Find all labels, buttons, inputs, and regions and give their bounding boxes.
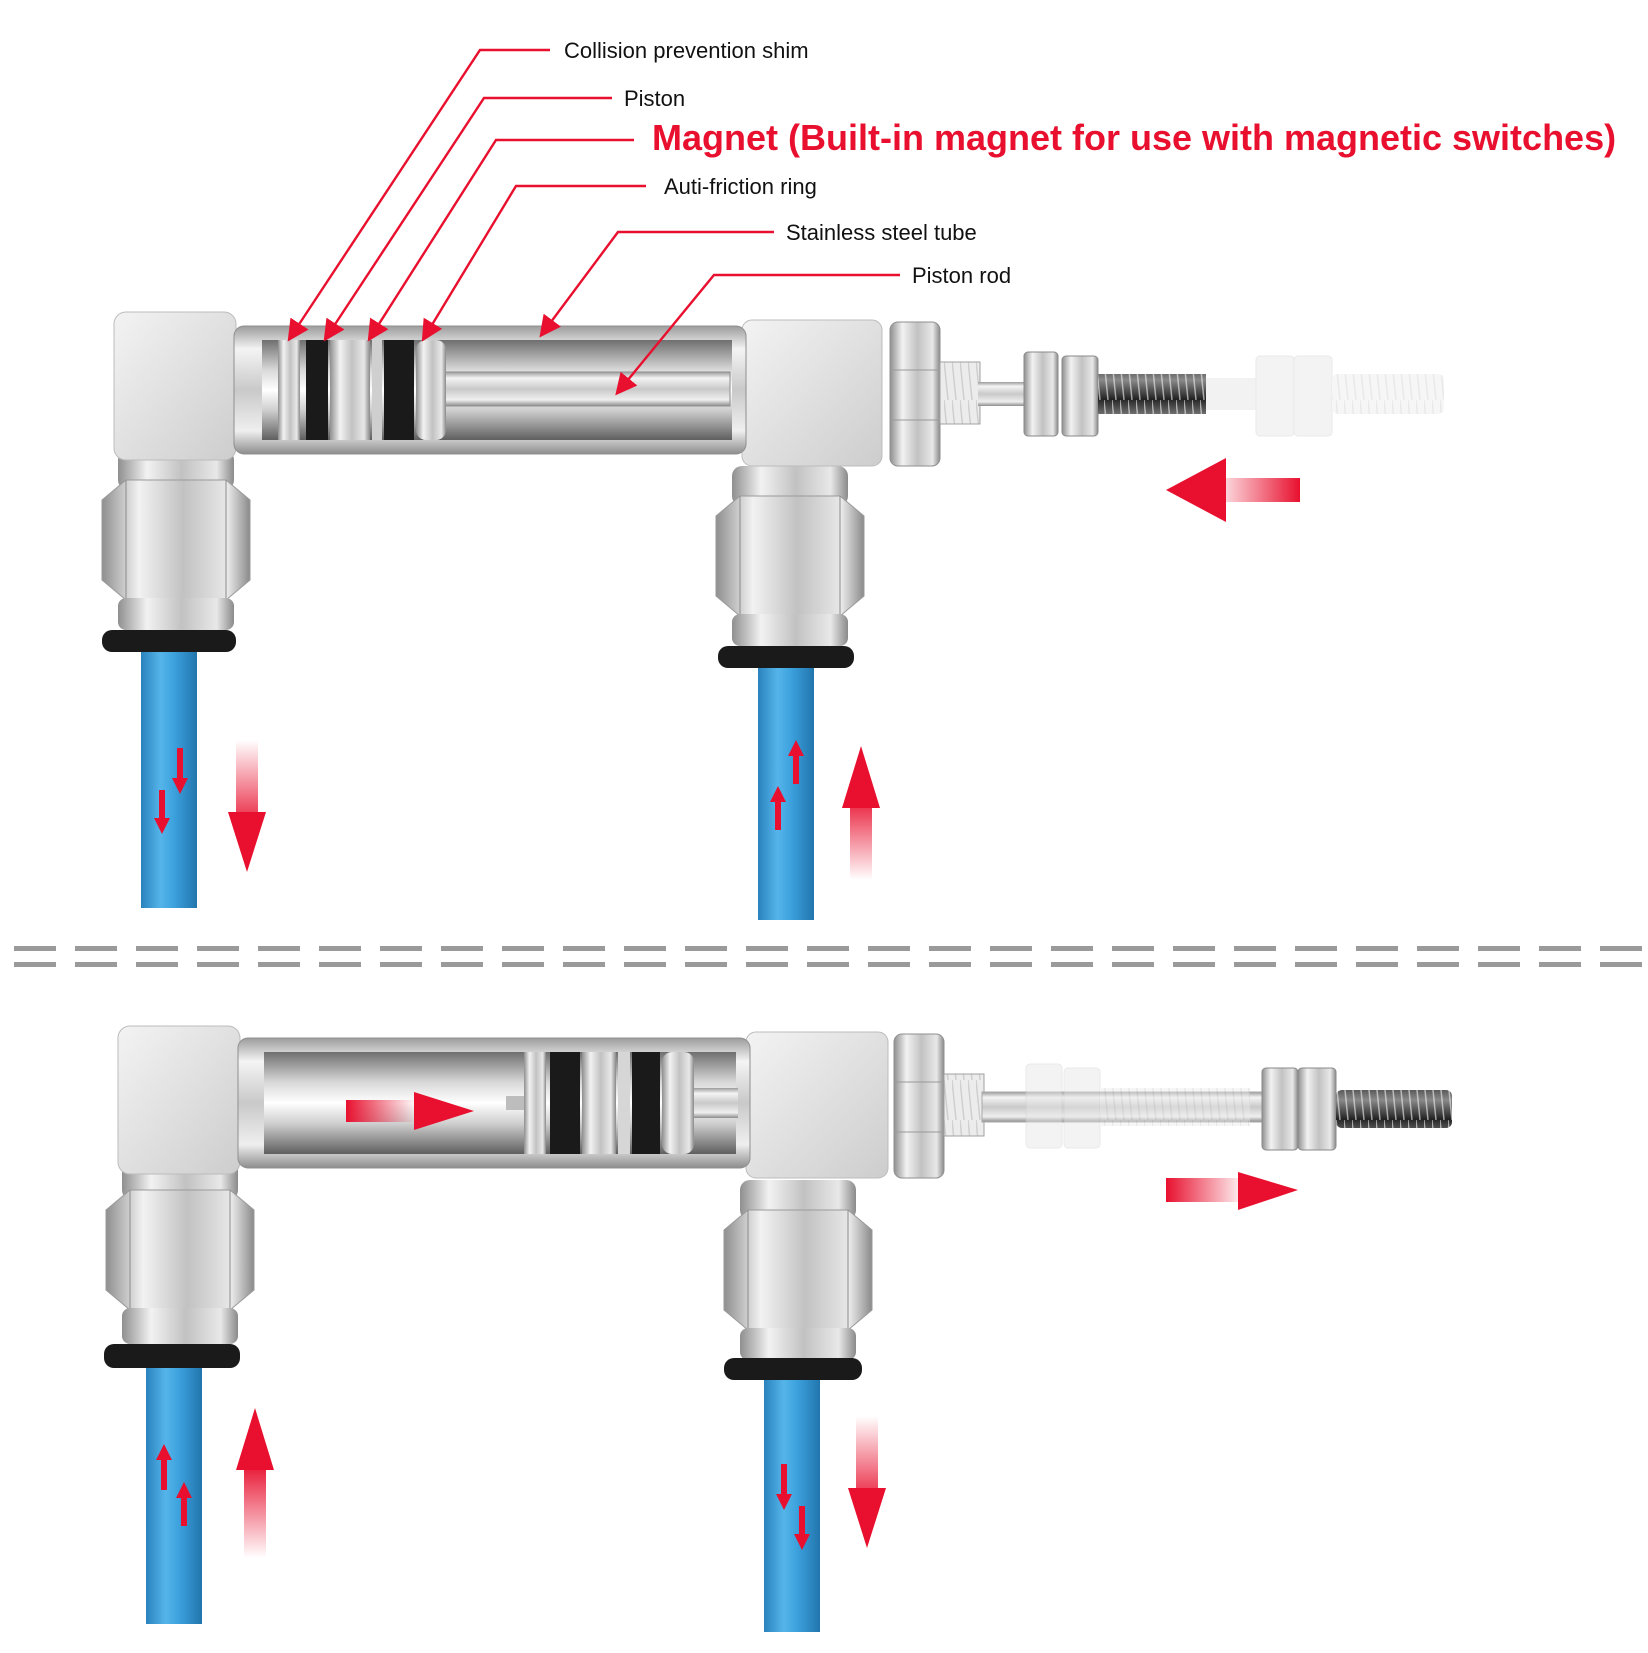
label-stainless-tube: Stainless steel tube — [786, 222, 977, 244]
separator-dash — [1417, 946, 1459, 951]
separator-dash — [624, 946, 666, 951]
flow-arrow-right-out — [848, 1488, 886, 1548]
flow-arrow-left-in-tail — [244, 1462, 266, 1558]
air-tube-left-bottom — [146, 1364, 202, 1624]
dashed-separator — [14, 946, 1642, 967]
separator-dash — [1234, 962, 1276, 967]
separator-dash — [319, 946, 361, 951]
bottom-assembly — [104, 1026, 1452, 1632]
separator-dash — [1539, 946, 1581, 951]
separator-dash — [868, 962, 910, 967]
flow-arrow-left-in — [236, 1408, 274, 1470]
cylinder-barrel-top — [234, 326, 746, 454]
separator-dash — [1051, 962, 1093, 967]
separator-dash — [1600, 962, 1642, 967]
label-piston-rod: Piston rod — [912, 265, 1011, 287]
flow-arrow-bore-in-tail — [346, 1100, 416, 1122]
separator-dash — [1173, 962, 1215, 967]
separator-dash — [75, 962, 117, 967]
flow-arrow-rod-extend — [1238, 1172, 1298, 1210]
separator-dash — [380, 962, 422, 967]
separator-dash — [1051, 946, 1093, 951]
push-fitting-left-bottom — [104, 1160, 254, 1368]
separator-dash — [14, 946, 56, 951]
separator-dash — [807, 962, 849, 967]
separator-dash — [563, 946, 605, 951]
separator-dash — [746, 962, 788, 967]
separator-dash — [1600, 946, 1642, 951]
separator-dash — [258, 946, 300, 951]
separator-dash — [1112, 962, 1154, 967]
separator-dash — [197, 962, 239, 967]
separator-dash — [197, 946, 239, 951]
separator-dash — [563, 962, 605, 967]
separator-dash — [1112, 946, 1154, 951]
separator-dash — [929, 946, 971, 951]
separator-dash — [685, 962, 727, 967]
separator-dash — [868, 946, 910, 951]
separator-dash — [990, 962, 1032, 967]
separator-dash — [1417, 962, 1459, 967]
separator-dash — [1356, 946, 1398, 951]
end-block-left — [114, 312, 236, 460]
push-fitting-right — [716, 466, 864, 668]
leader-magnet — [370, 140, 634, 338]
separator-dash — [136, 946, 178, 951]
separator-dash — [14, 962, 56, 967]
piston-rod-top — [890, 322, 1444, 466]
separator-dash — [1295, 946, 1337, 951]
end-block-right-bottom — [746, 1032, 888, 1178]
separator-dash — [929, 962, 971, 967]
separator-dash — [1234, 946, 1276, 951]
end-block-right — [742, 320, 882, 466]
push-fitting-left — [102, 450, 250, 652]
separator-dash — [1478, 962, 1520, 967]
leader-anti-friction-ring — [424, 186, 646, 338]
flow-arrow-left-out — [228, 812, 266, 872]
top-assembly — [102, 312, 1444, 920]
air-tube-left — [141, 648, 197, 908]
separator-dash — [1478, 946, 1520, 951]
label-anti-friction-ring: Auti-friction ring — [664, 176, 817, 198]
separator-dash — [319, 962, 361, 967]
separator-dash — [685, 946, 727, 951]
separator-dash — [136, 962, 178, 967]
separator-dash — [807, 946, 849, 951]
label-piston: Piston — [624, 88, 685, 110]
air-tube-right-bottom — [764, 1376, 820, 1632]
label-magnet: Magnet (Built-in magnet for use with mag… — [652, 120, 1616, 156]
leader-stainless-tube — [542, 232, 774, 334]
push-fitting-right-bottom — [724, 1180, 872, 1380]
separator-dash — [1173, 946, 1215, 951]
separator-dash — [624, 962, 666, 967]
separator-dash — [1539, 962, 1581, 967]
end-block-left-bottom — [118, 1026, 240, 1174]
separator-dash — [990, 946, 1032, 951]
piston-rod-bottom — [894, 1034, 1452, 1178]
flow-arrow-rod-retract — [1166, 458, 1226, 522]
separator-dash — [502, 962, 544, 967]
cylinder-barrel-bottom — [238, 1038, 750, 1168]
flow-arrow-right-in — [842, 746, 880, 808]
separator-dash — [75, 946, 117, 951]
separator-dash — [441, 962, 483, 967]
separator-dash — [258, 962, 300, 967]
separator-dash — [441, 946, 483, 951]
separator-dash — [380, 946, 422, 951]
label-collision-shim: Collision prevention shim — [564, 40, 809, 62]
separator-dash — [1356, 962, 1398, 967]
separator-dash — [1295, 962, 1337, 967]
flow-arrow-rod-extend-tail — [1166, 1178, 1246, 1202]
separator-dash — [502, 946, 544, 951]
separator-dash — [746, 946, 788, 951]
air-tube-right — [758, 664, 814, 920]
